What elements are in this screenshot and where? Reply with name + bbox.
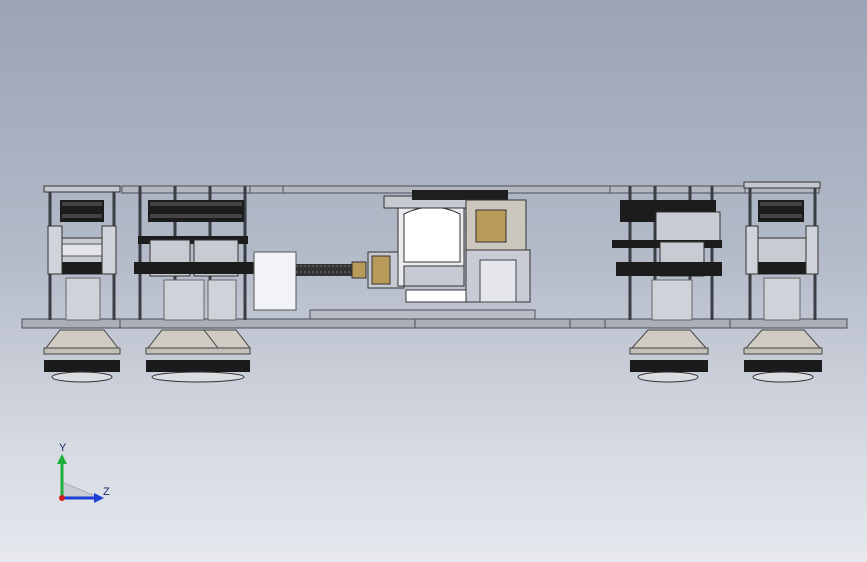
- center-rail: [309, 309, 536, 320]
- wheel-module-left-outer: [43, 185, 121, 383]
- wheel-module-left-inner: [134, 186, 254, 383]
- wheel-module-right-inner: [612, 186, 722, 383]
- y-axis-label: Y: [59, 442, 67, 454]
- drive-motor: [383, 190, 531, 303]
- z-axis-label: Z: [103, 486, 110, 498]
- lead-screw-assembly: [253, 251, 405, 311]
- wheel-module-right-outer: [743, 181, 823, 383]
- coordinate-triad: Y Z: [40, 440, 120, 510]
- triad-axes-icon: [57, 454, 104, 503]
- bottom-plate: [21, 318, 848, 329]
